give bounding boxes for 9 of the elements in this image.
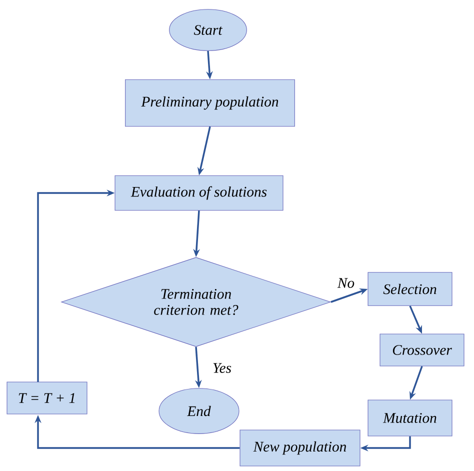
process-box: Preliminary population [125, 79, 295, 127]
process-box: Mutation [368, 400, 452, 436]
process-box: New population [240, 430, 360, 466]
process-box: T = T + 1 [6, 382, 88, 414]
process-box: Crossover [380, 334, 464, 366]
process-box: Evaluation of solutions [114, 175, 284, 211]
edge-label: Yes [211, 362, 233, 374]
edge-label: No [336, 276, 356, 290]
process-box: Selection [368, 272, 452, 306]
